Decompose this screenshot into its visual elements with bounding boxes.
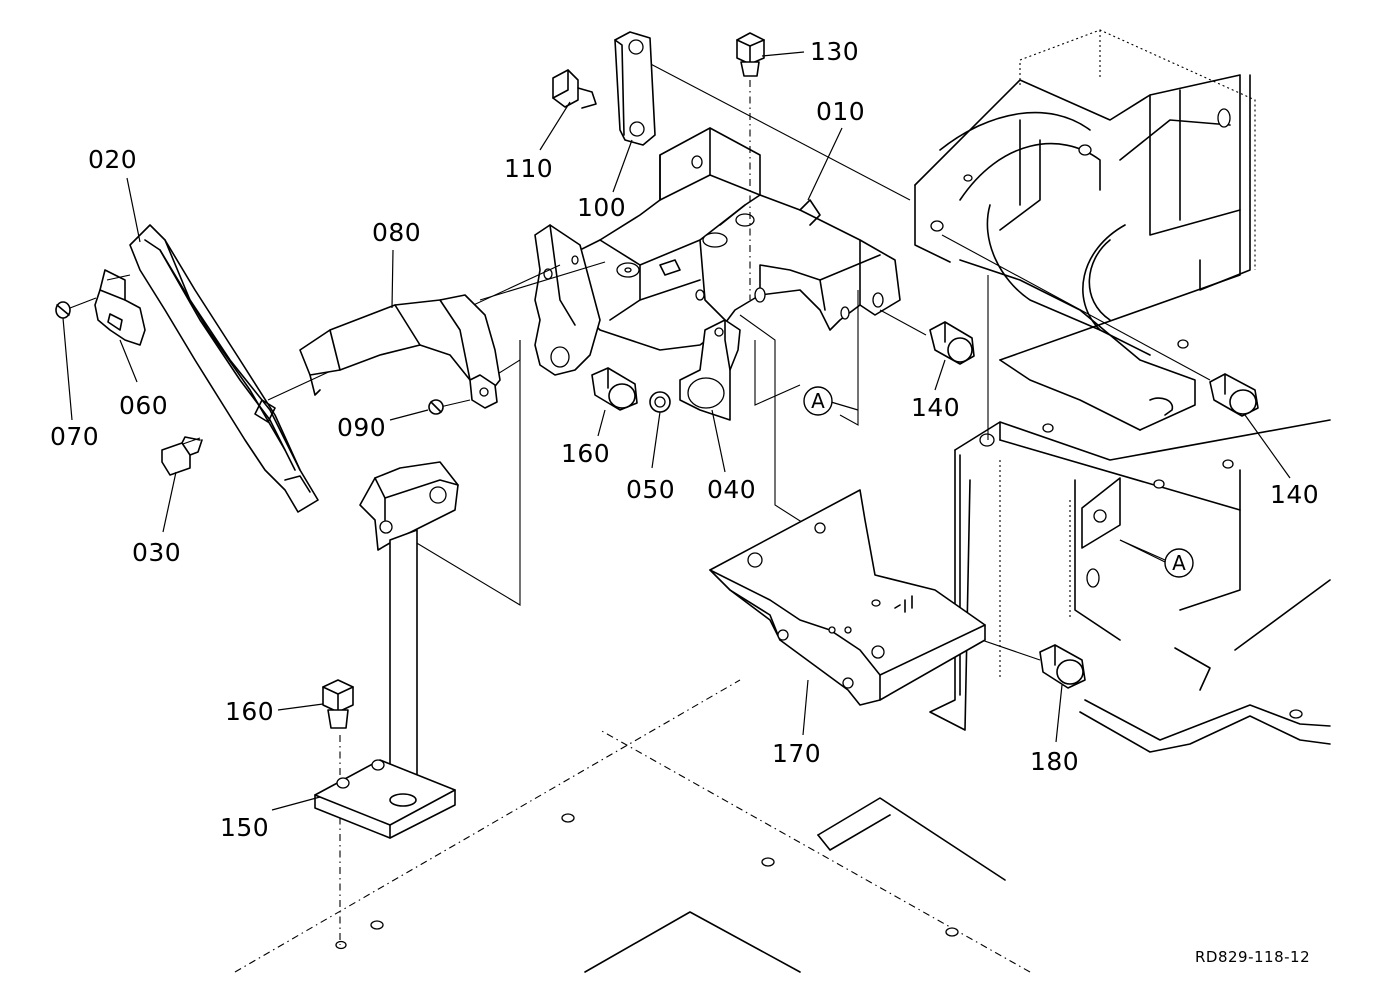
callout-060: 060 bbox=[119, 391, 168, 420]
stay-040 bbox=[679, 319, 741, 421]
leader-lines bbox=[62, 51, 1291, 811]
callout-040: 040 bbox=[707, 475, 756, 504]
bolt-140-b bbox=[1209, 373, 1259, 417]
connection-mark-a-left: A bbox=[803, 386, 859, 416]
cover-plate-020 bbox=[129, 224, 319, 513]
callout-140-b: 140 bbox=[1270, 480, 1319, 509]
post-150 bbox=[314, 461, 459, 839]
drawing-reference: RD829-118-12 bbox=[1195, 948, 1310, 966]
callout-100: 100 bbox=[577, 193, 626, 222]
bolt-140-a bbox=[929, 321, 975, 365]
callout-150: 150 bbox=[220, 813, 269, 842]
screw-090 bbox=[428, 399, 444, 415]
bolt-160-b bbox=[322, 679, 354, 729]
callout-170: 170 bbox=[772, 739, 821, 768]
callout-140-a: 140 bbox=[911, 393, 960, 422]
callout-160-b: 160 bbox=[225, 697, 274, 726]
bolt-110 bbox=[552, 69, 597, 109]
callout-labels: 010 020 030 040 050 060 070 080 090 100 … bbox=[50, 37, 1319, 842]
bolt-130 bbox=[736, 32, 765, 77]
side-box bbox=[929, 419, 1331, 731]
callout-160-a: 160 bbox=[561, 439, 610, 468]
callout-030: 030 bbox=[132, 538, 181, 567]
callout-130: 130 bbox=[810, 37, 859, 66]
main-frame bbox=[914, 29, 1256, 431]
callout-080: 080 bbox=[372, 218, 421, 247]
callout-110: 110 bbox=[504, 154, 553, 183]
plate-170 bbox=[709, 489, 986, 706]
callout-010: 010 bbox=[816, 97, 865, 126]
callout-020: 020 bbox=[88, 145, 137, 174]
bolt-180 bbox=[1039, 644, 1086, 689]
callout-050: 050 bbox=[626, 475, 675, 504]
bolt-030 bbox=[161, 436, 203, 476]
nut-050 bbox=[649, 391, 671, 413]
svg-text:A: A bbox=[1172, 551, 1186, 575]
callout-070: 070 bbox=[50, 422, 99, 451]
callout-180: 180 bbox=[1030, 747, 1079, 776]
connection-mark-a-right: A bbox=[1119, 539, 1194, 578]
bracket-010 bbox=[559, 127, 901, 351]
bolt-160-a bbox=[591, 367, 638, 411]
pedal-arm-080 bbox=[299, 294, 501, 409]
svg-text:A: A bbox=[811, 389, 825, 413]
link-plate-100 bbox=[614, 31, 656, 146]
screw-070 bbox=[55, 297, 97, 319]
switch-060 bbox=[94, 269, 146, 346]
link-plate bbox=[534, 224, 601, 376]
callout-090: 090 bbox=[337, 413, 386, 442]
floor-plate bbox=[234, 579, 1331, 973]
